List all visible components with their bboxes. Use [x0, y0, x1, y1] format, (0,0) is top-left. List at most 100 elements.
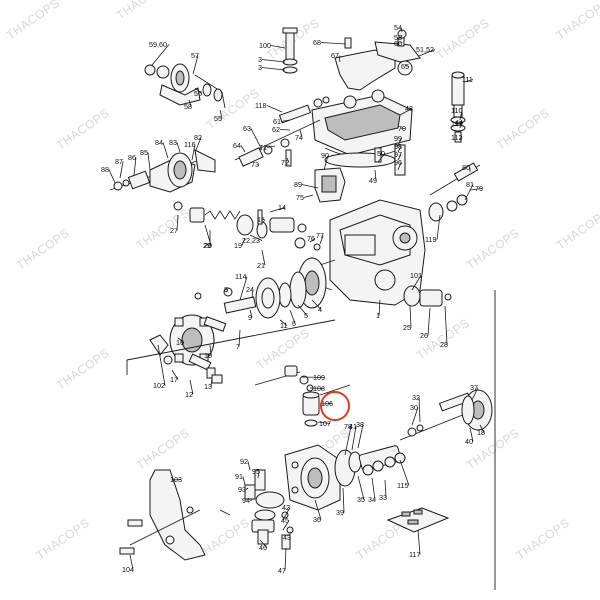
leader-line — [250, 128, 263, 151]
leader-line — [151, 44, 170, 66]
part-label-47: 47 — [278, 566, 286, 575]
part-label-48: 48 — [405, 104, 413, 113]
leader-line — [397, 138, 402, 147]
part-label-115: 115 — [397, 481, 408, 490]
leader-line — [279, 319, 288, 326]
leader-line — [357, 424, 364, 449]
part-label-112: 112 — [451, 133, 462, 142]
watermark-text: THACOPS — [34, 516, 92, 563]
part-label-88: 88 — [101, 165, 109, 174]
leader-line — [399, 108, 413, 116]
leader-line — [404, 64, 410, 67]
leader-lines — [108, 27, 485, 571]
part-label-79: 79 — [475, 184, 483, 193]
part-label-70: 70 — [398, 124, 406, 133]
part-label-93: 93 — [238, 485, 246, 494]
part-label-50: 50 — [377, 149, 385, 158]
leader-line — [261, 67, 286, 71]
group-outlines — [126, 290, 496, 590]
leader-line — [399, 459, 410, 486]
part-label-11: 11 — [280, 321, 287, 330]
part-label-7: 7 — [236, 342, 240, 351]
part-label-91: 91 — [235, 472, 243, 481]
watermark-text: THACOPS — [434, 16, 492, 63]
leader-line — [210, 377, 213, 387]
leader-line — [119, 161, 124, 179]
leader-line — [471, 387, 479, 401]
leader-line — [225, 289, 229, 293]
leader-line — [261, 59, 286, 63]
part-label-51-52: 51,52 — [416, 45, 434, 54]
leader-line — [371, 477, 376, 500]
leader-line — [191, 144, 196, 161]
distributor-head-shapes — [244, 444, 406, 550]
leader-line — [261, 219, 265, 221]
flyweight-shaft-shapes — [109, 149, 216, 193]
leader-line — [427, 307, 431, 336]
leader-line — [444, 305, 448, 345]
leader-line — [195, 137, 202, 151]
part-label-40: 40 — [465, 437, 473, 446]
leader-line — [194, 87, 203, 94]
part-label-10: 10 — [204, 351, 212, 360]
leader-line — [241, 237, 246, 246]
left-lever-shapes — [144, 63, 226, 109]
leader-line — [299, 129, 303, 138]
part-label-117: 117 — [409, 550, 420, 559]
leader-line — [133, 157, 137, 176]
part-label-61: 61 — [273, 117, 281, 126]
part-label-94: 94 — [242, 496, 250, 505]
part-label-39: 39 — [336, 508, 344, 517]
highlight-circle — [320, 391, 350, 421]
part-label-111: 111 — [462, 75, 473, 84]
leader-line — [384, 479, 387, 498]
leader-line — [177, 337, 185, 343]
part-label-37: 37 — [470, 383, 478, 392]
part-label-74: 74 — [295, 133, 303, 142]
leader-line — [309, 387, 325, 389]
part-label-16: 16 — [176, 338, 184, 347]
part-label-113: 113 — [451, 119, 462, 128]
part-label-20: 20 — [204, 241, 212, 250]
leader-line — [269, 207, 286, 213]
part-label-64: 64 — [233, 141, 241, 150]
leader-line — [129, 554, 134, 570]
leader-line — [469, 427, 474, 442]
leader-line — [464, 184, 474, 201]
part-label-92: 92 — [240, 457, 248, 466]
leader-line — [162, 142, 169, 159]
part-label-28: 28 — [440, 340, 448, 349]
leader-line — [192, 55, 199, 75]
leader-line — [240, 145, 246, 153]
leader-line — [400, 41, 403, 44]
part-label-89: 89 — [294, 180, 302, 189]
leader-line — [157, 344, 166, 386]
part-label-19: 19 — [234, 241, 242, 250]
part-label-98: 98 — [394, 142, 402, 151]
part-label-63: 63 — [243, 124, 251, 133]
watermark-text: THACOPS — [54, 106, 112, 153]
leader-line — [409, 305, 412, 328]
part-label-15: 15 — [257, 215, 265, 224]
parts-drawing — [109, 27, 496, 590]
part-label-24: 24 — [246, 285, 254, 294]
leader-line — [411, 407, 419, 426]
leader-line — [257, 164, 260, 167]
leader-line — [378, 299, 381, 316]
part-label-84: 84 — [155, 138, 163, 147]
part-label-54: 54 — [394, 23, 402, 32]
part-label-3: 3 — [258, 63, 262, 72]
part-label-95: 95 — [252, 467, 260, 476]
part-label-86: 86 — [128, 153, 136, 162]
part-label-67: 67 — [331, 51, 339, 60]
part-label-34: 34 — [368, 495, 376, 504]
leader-line — [189, 379, 194, 395]
leader-line — [342, 487, 345, 513]
leader-line — [417, 529, 421, 555]
leader-line — [249, 309, 253, 318]
leader-line — [176, 214, 179, 231]
leader-line — [266, 145, 276, 148]
leader-line — [171, 369, 179, 380]
lever-shaft-shapes — [234, 96, 346, 203]
